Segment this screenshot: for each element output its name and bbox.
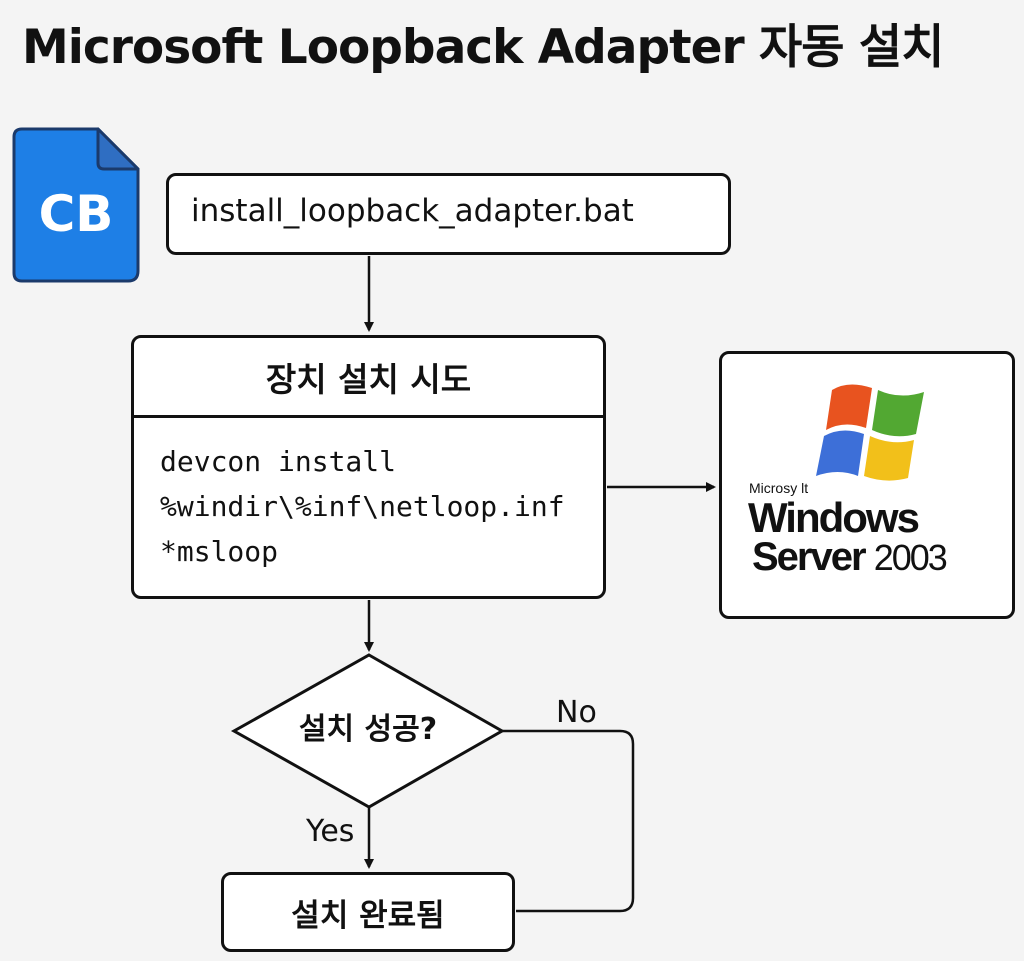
install-done-label: 설치 완료됨 xyxy=(291,897,445,934)
page-title: Microsoft Loopback Adapter 자동 설치 xyxy=(22,20,944,75)
file-icon-label: CB xyxy=(39,185,114,243)
install-done-node: 설치 완료됨 xyxy=(221,872,515,952)
windows-logo-small-text: Microsy lt xyxy=(749,480,809,496)
install-attempt-header: 장치 설치 시도 xyxy=(134,338,603,418)
yes-branch-label: Yes xyxy=(306,814,355,849)
script-file-node: install_loopback_adapter.bat xyxy=(166,173,731,255)
no-branch-line xyxy=(502,729,635,913)
command-line: %windir\%inf\netloop.inf xyxy=(160,490,565,523)
command-line: devcon install xyxy=(160,445,397,478)
windows-logo-edition-line: Server 2003 xyxy=(752,535,948,580)
batch-file-icon: CB xyxy=(12,127,140,283)
command-line: *msloop xyxy=(160,535,279,568)
install-attempt-node: 장치 설치 시도 devcon install %windir\%inf\net… xyxy=(131,335,606,599)
windows-logo-year: 2003 xyxy=(873,537,948,578)
windows-logo-edition: Server xyxy=(752,535,867,579)
windows-server-logo-card: Microsy lt Windows Server 2003 xyxy=(719,351,1015,619)
script-file-label: install_loopback_adapter.bat xyxy=(191,193,634,229)
decision-diamond xyxy=(230,653,506,809)
decision-label: 설치 성공? xyxy=(298,712,438,747)
no-branch-label: No xyxy=(556,695,597,730)
windows-flag-icon xyxy=(816,384,924,481)
windows-logo-product: Windows xyxy=(748,494,920,541)
